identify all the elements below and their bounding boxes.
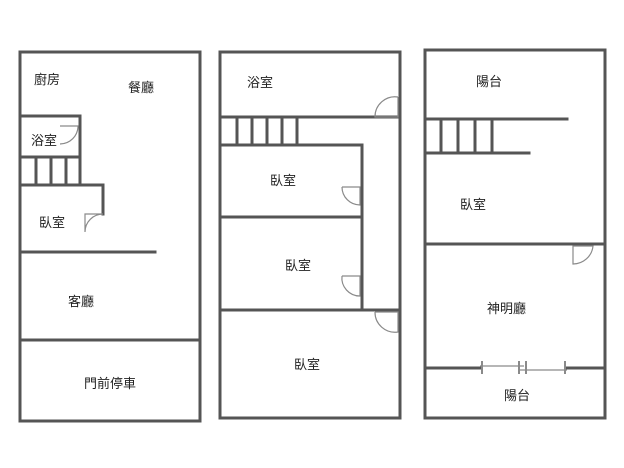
room-label-shrine-hall: 神明廳 xyxy=(487,301,526,317)
floor-1-walls xyxy=(18,50,202,423)
floor-3 xyxy=(423,48,607,420)
room-label-bath: 浴室 xyxy=(31,133,57,149)
room-label-living: 客廳 xyxy=(68,294,94,310)
floor-2-bedroom-2-door xyxy=(341,275,361,297)
room-label-kitchen: 廚房 xyxy=(34,72,60,88)
floor-2-walls xyxy=(218,50,402,420)
room-label-balcony: 陽台 xyxy=(476,75,502,90)
room-label-bedroom: 臥室 xyxy=(285,258,311,274)
floor-2-bath-door xyxy=(374,96,399,118)
floor-1-bedroom-door xyxy=(84,213,104,233)
floor-3-walls xyxy=(423,48,607,420)
room-label-bedroom: 臥室 xyxy=(270,173,296,189)
floor-2-bedroom-3-door xyxy=(374,311,399,333)
floor-3-sliding-door xyxy=(480,361,567,374)
floor-1-outer-wall xyxy=(18,50,202,423)
floor-1-bath-door xyxy=(59,125,79,145)
floor-3-shrine-door xyxy=(572,245,594,265)
room-label-parking: 門前停車 xyxy=(84,376,136,392)
room-label-bedroom: 臥室 xyxy=(460,197,486,213)
room-label-bedroom: 臥室 xyxy=(39,215,65,231)
room-label-bath: 浴室 xyxy=(247,75,273,91)
floor-2 xyxy=(218,50,402,420)
room-label-dining: 餐廳 xyxy=(128,80,154,96)
room-label-balcony: 陽台 xyxy=(504,389,530,404)
floor-2-outer-wall xyxy=(218,50,402,420)
floor-3-outer-wall xyxy=(423,48,607,420)
room-labels: 廚房 餐廳 浴室 臥室 客廳 門前停車 浴室 臥室 臥室 臥室 陽台 臥室 神明… xyxy=(31,72,530,404)
floor-2-bedroom-1-door xyxy=(341,186,361,206)
room-label-bedroom: 臥室 xyxy=(294,357,320,373)
floor-1 xyxy=(18,50,202,423)
